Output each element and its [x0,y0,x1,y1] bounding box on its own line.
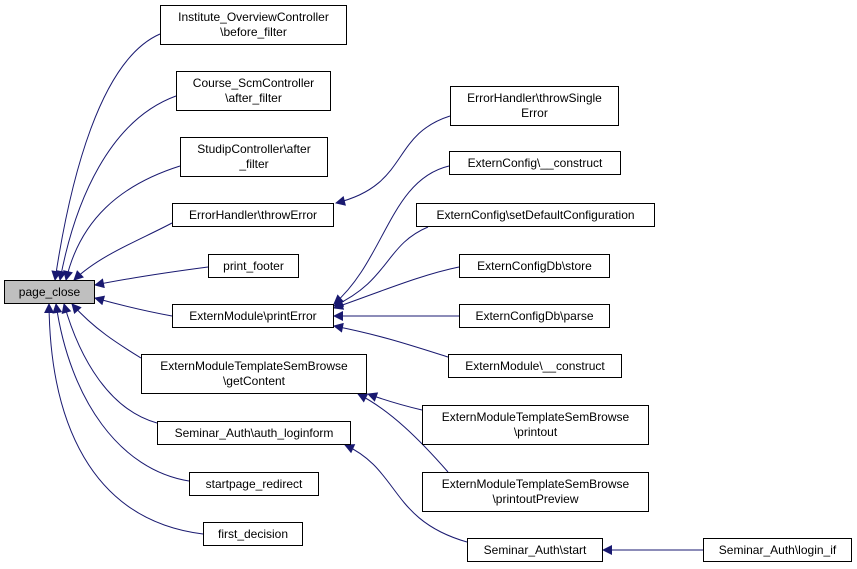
node-page-close[interactable]: page_close [4,280,95,304]
node-studip-controller[interactable]: StudipController\after_filter [180,137,328,177]
edge-externconfig-construct-to-externmodule-printerror [333,165,450,305]
edge-externconfig-setdefault-to-externmodule-printerror [333,226,429,307]
edge-auth-loginform-to-page-close [61,303,158,424]
edge-institute-overview-to-page-close [51,33,161,281]
node-label-line: \printout [513,425,558,439]
node-label-line: ExternConfig\setDefaultConfiguration [436,207,635,222]
node-label-line: page_close [18,284,81,299]
node-print-footer[interactable]: print_footer [208,254,299,278]
node-label-line: Seminar_Auth\login_if [718,542,837,557]
node-template-getcontent[interactable]: ExternModuleTemplateSemBrowse\getContent [141,354,367,394]
node-seminar-auth-start[interactable]: Seminar_Auth\start [467,538,603,562]
edge-startpage-redirect-to-page-close [52,303,190,482]
node-externconfig-setdefault[interactable]: ExternConfig\setDefaultConfiguration [416,203,655,227]
edge-studip-controller-to-page-close [63,165,181,281]
node-label-line: ExternConfigDb\store [477,258,592,273]
node-label-line: ErrorHandler\throwError [188,207,318,222]
node-label-line: \before_filter [220,25,287,39]
edge-externconfigdb-store-to-externmodule-printerror [333,266,460,310]
edge-course-scm-to-page-close [56,95,177,281]
node-label-line: StudipController\after [197,142,311,156]
node-externconfigdb-parse[interactable]: ExternConfigDb\parse [459,304,610,328]
edge-template-getcontent-to-page-close [71,303,142,359]
edge-print-footer-to-page-close [94,266,209,289]
node-label-line: ExternModuleTemplateSemBrowse [441,477,630,491]
edge-seminar-auth-start-to-auth-loginform [344,444,468,543]
node-institute-overview[interactable]: Institute_OverviewController\before_filt… [160,5,347,45]
node-label-line: ExternConfig\__construct [467,155,603,170]
node-errorhandler-throwerror[interactable]: ErrorHandler\throwError [172,203,334,227]
node-auth-loginform[interactable]: Seminar_Auth\auth_loginform [157,421,351,445]
node-template-printout[interactable]: ExternModuleTemplateSemBrowse\printout [422,405,649,445]
node-label-line: Error [521,106,548,120]
edge-errorhandler-throwerror-to-page-close [73,222,173,281]
node-label-line: Course_ScmController [192,76,315,90]
node-label-line: ExternConfigDb\parse [475,308,594,323]
node-label-line: ErrorHandler\throwSingle [467,91,602,105]
node-externconfig-construct[interactable]: ExternConfig\__construct [449,151,621,175]
node-label-line: ExternModuleTemplateSemBrowse [160,359,348,373]
edge-errorhandler-throwsingle-to-errorhandler-throwerror [335,115,451,206]
edge-layer [44,33,704,555]
node-externmodule-printerror[interactable]: ExternModule\printError [172,304,334,328]
node-externconfigdb-store[interactable]: ExternConfigDb\store [459,254,610,278]
edge-template-printoutpreview-to-template-getcontent [357,393,449,473]
edge-externmodule-printerror-to-page-close [94,295,173,317]
node-seminar-auth-login-if[interactable]: Seminar_Auth\login_if [703,538,852,562]
edge-template-printout-to-template-getcontent [367,392,423,411]
node-label-line: \printoutPreview [492,492,579,506]
edge-first-decision-to-page-close [44,303,204,535]
node-label-line: ExternModule\printError [189,308,317,323]
node-label-line: \after_filter [225,91,282,105]
node-label-line: Institute_OverviewController [178,10,329,24]
node-label-line: Seminar_Auth\start [483,542,587,557]
edge-externmodule-construct-to-externmodule-printerror [333,322,449,358]
node-label-line: \getContent [222,374,286,388]
node-label-line: Seminar_Auth\auth_loginform [174,425,334,440]
node-label-line: _filter [239,157,269,171]
node-label-line: ExternModule\__construct [465,358,605,373]
node-label-line: ExternModuleTemplateSemBrowse [441,410,630,424]
node-label-line: first_decision [217,526,289,541]
node-label-line: startpage_redirect [205,476,303,491]
node-first-decision[interactable]: first_decision [203,522,303,546]
node-template-printoutpreview[interactable]: ExternModuleTemplateSemBrowse\printoutPr… [422,472,649,512]
node-course-scm[interactable]: Course_ScmController\after_filter [176,71,331,111]
node-externmodule-construct[interactable]: ExternModule\__construct [448,354,622,378]
node-label-line: print_footer [223,258,284,273]
node-startpage-redirect[interactable]: startpage_redirect [189,472,319,496]
